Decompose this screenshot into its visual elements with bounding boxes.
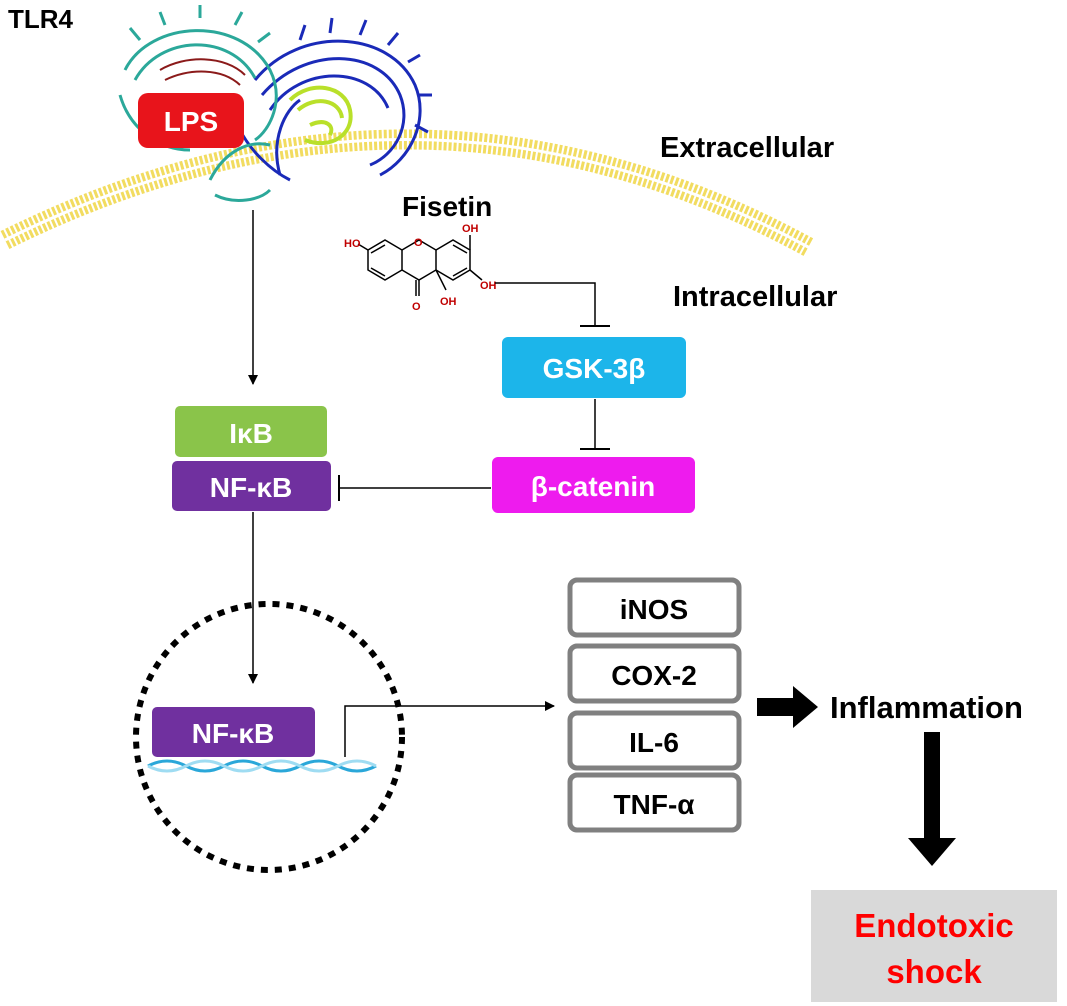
ikb-box: IκB [175,406,327,457]
inflammation-label: Inflammation [830,690,1023,725]
nucleus-outline [133,601,405,873]
tlr4-label: TLR4 [8,4,74,34]
svg-text:shock: shock [886,953,982,990]
svg-text:O: O [412,301,421,313]
svg-text:OH: OH [440,296,457,308]
fisetin-molecule [357,235,483,296]
genes-to-inflammation-arrow [757,686,818,728]
svg-text:NF-κB: NF-κB [210,472,292,503]
dna-helix [147,759,377,773]
svg-text:GSK-3β: GSK-3β [543,353,646,384]
gene-box-tnfa: TNF-α [567,772,742,833]
svg-text:iNOS: iNOS [620,594,688,625]
intracellular-label: Intracellular [673,281,837,313]
gsk3b-box: GSK-3β [502,337,686,398]
bcatenin-box: β-catenin [492,457,695,513]
svg-text:O: O [414,237,423,249]
gene-list: iNOS COX-2 IL-6 TNF-α [567,577,742,833]
svg-text:β-catenin: β-catenin [531,471,655,502]
svg-text:COX-2: COX-2 [611,660,697,691]
extracellular-label: Extracellular [660,132,834,164]
nfkb-cytoplasm-box: NF-κB [172,461,331,511]
svg-text:Endotoxic: Endotoxic [854,907,1014,944]
fisetin-atom-labels: HO O OH OH O OH [344,223,497,313]
gene-box-inos: iNOS [567,577,742,638]
lps-box: LPS [138,93,244,148]
lps-label: LPS [164,106,218,137]
inflammation-to-shock-arrow [908,732,956,866]
svg-text:TNF-α: TNF-α [614,789,695,820]
svg-text:IL-6: IL-6 [629,727,679,758]
fisetin-inhibits-gsk3b [495,282,596,326]
endotoxic-shock-box: Endotoxic shock [811,890,1057,1002]
svg-text:HO: HO [344,238,361,250]
gene-box-cox2: COX-2 [567,643,742,704]
svg-text:OH: OH [462,223,479,235]
fisetin-label: Fisetin [402,191,492,222]
nfkb-nucleus-box: NF-κB [152,707,315,757]
transcription-arrow [344,701,555,757]
gene-box-il6: IL-6 [567,710,742,771]
svg-text:IκB: IκB [229,418,273,449]
svg-text:OH: OH [480,280,497,292]
svg-text:NF-κB: NF-κB [192,718,274,749]
